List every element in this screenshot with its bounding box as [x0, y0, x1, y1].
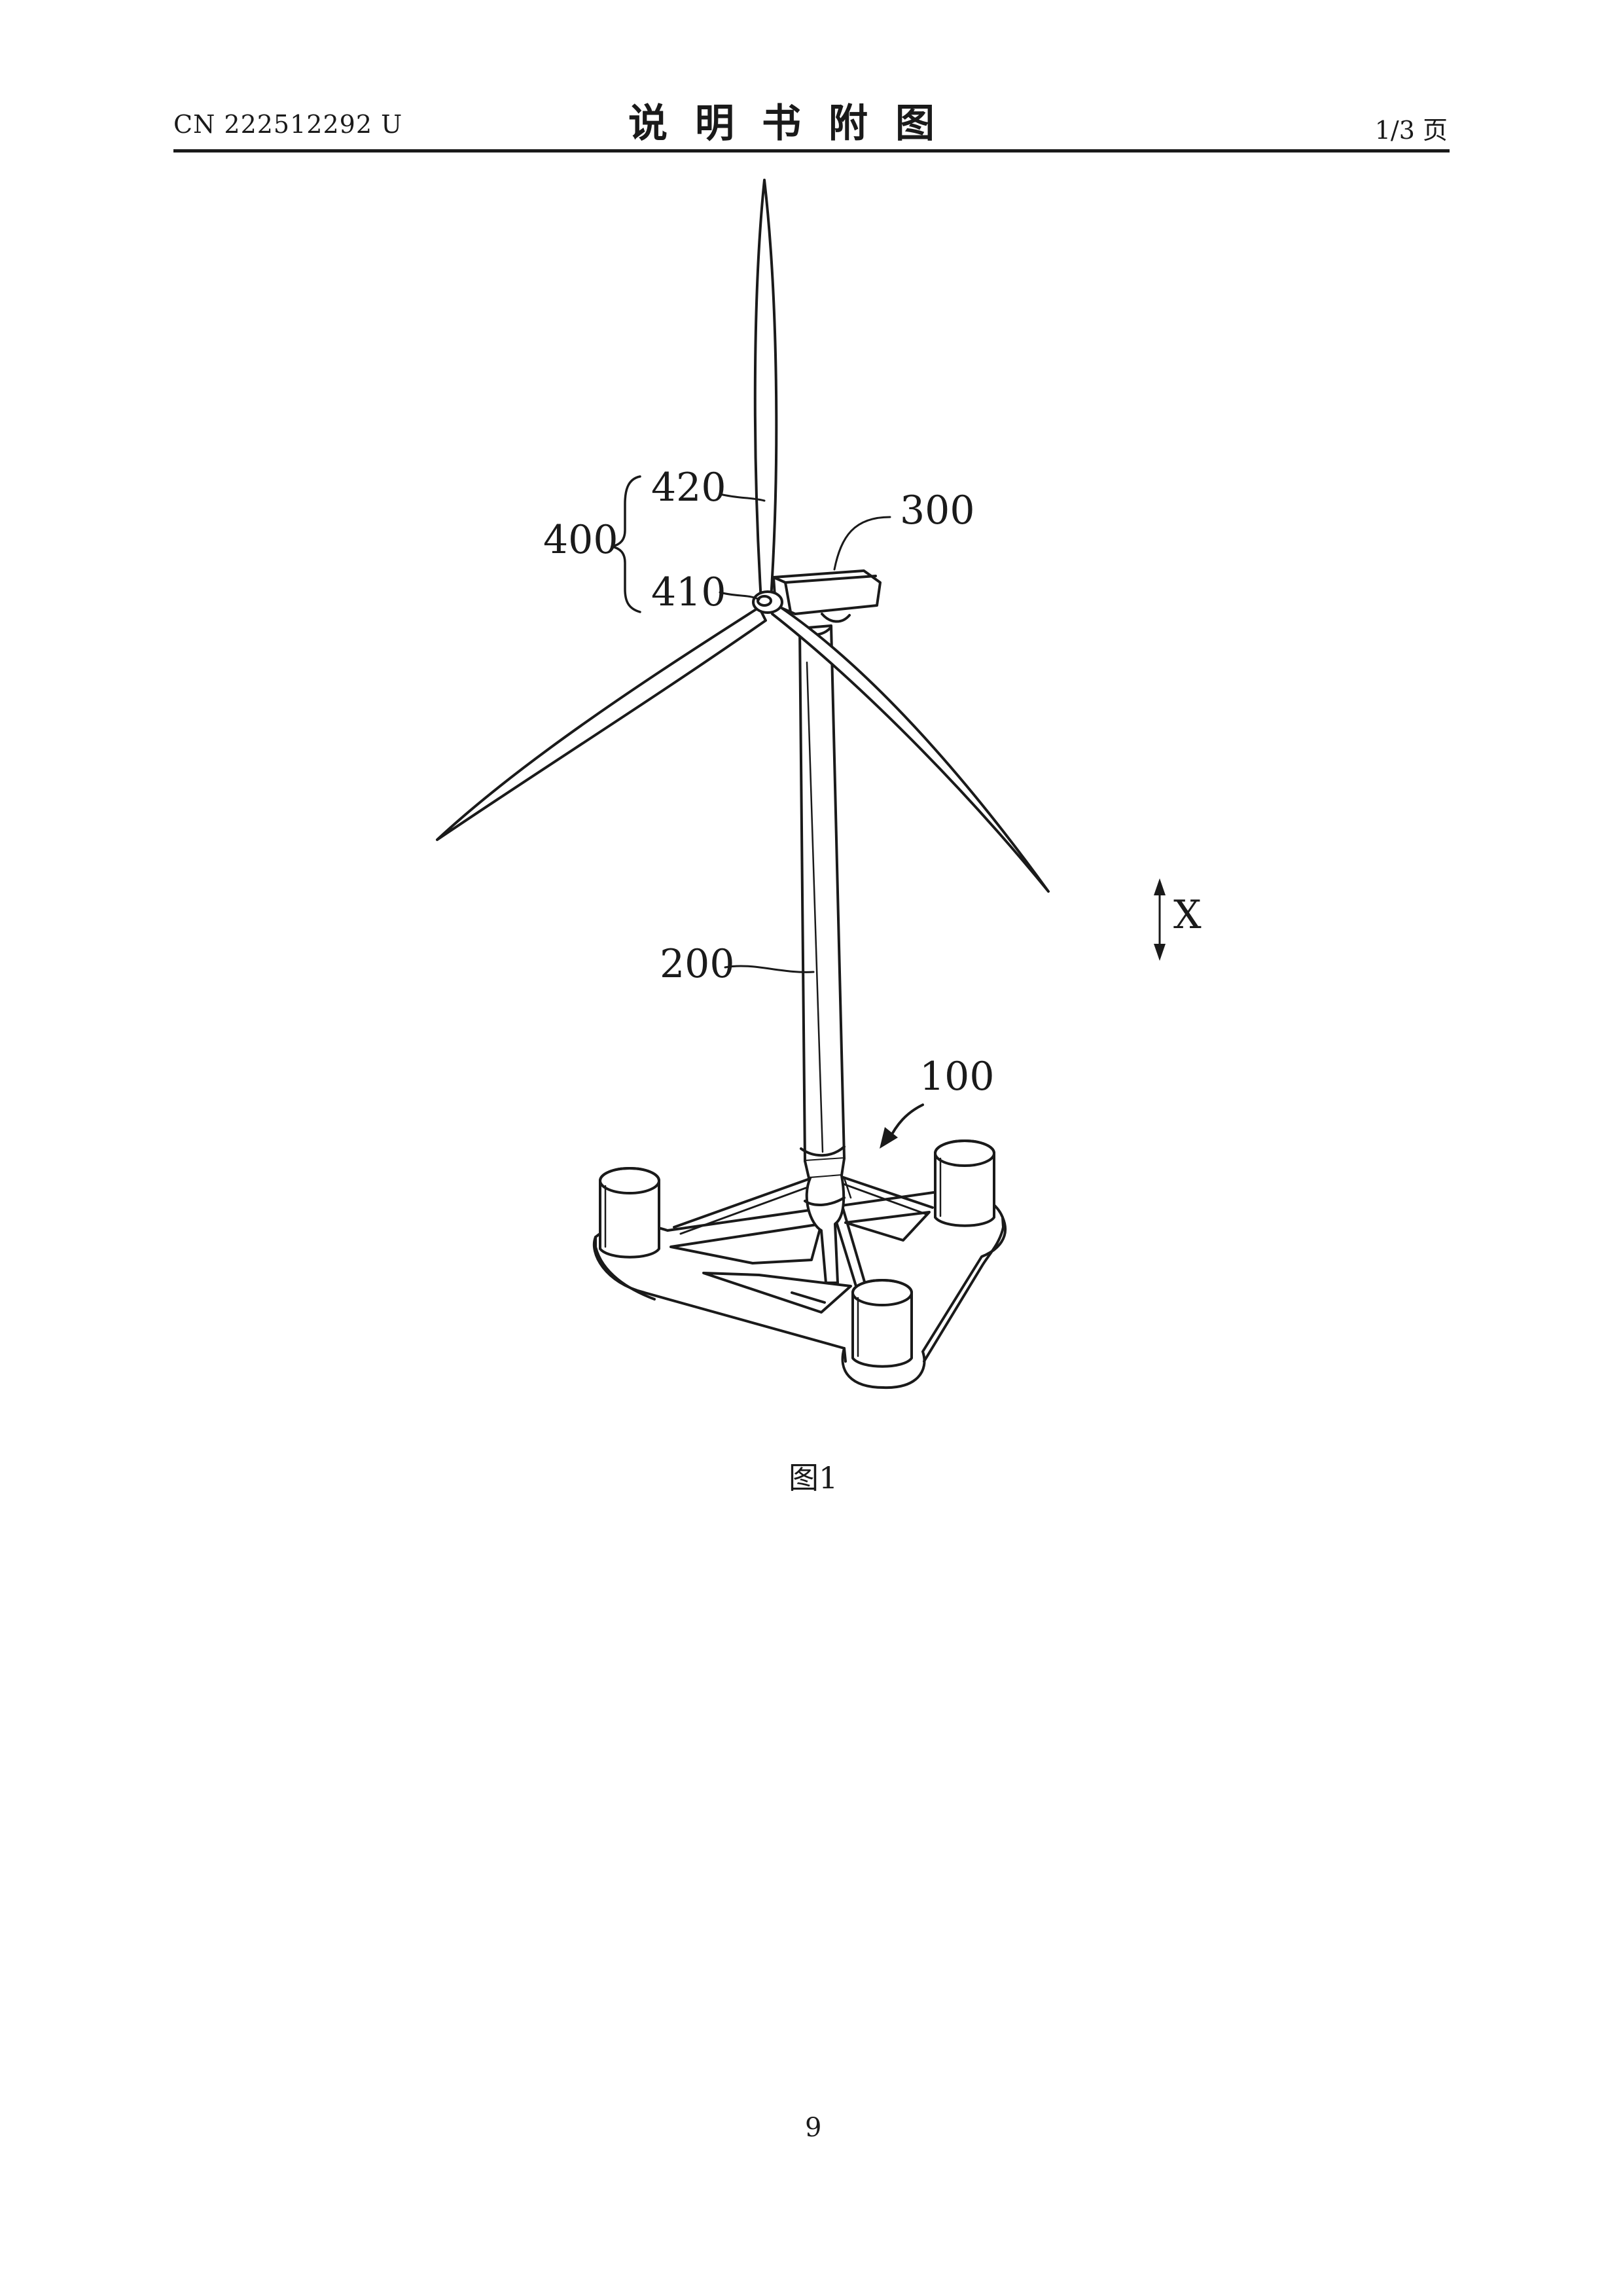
- blade-upper: [755, 180, 776, 601]
- blade-left: [437, 607, 766, 840]
- wind-turbine-drawing: 420 400 410 300 X 200 100: [0, 0, 1623, 1571]
- column-front: [853, 1280, 912, 1367]
- column-right: [935, 1141, 994, 1226]
- label-420: 420: [651, 465, 726, 511]
- label-x: X: [1173, 892, 1202, 938]
- leader-200: [725, 966, 813, 972]
- hub: [753, 592, 782, 613]
- direction-arrow-icon: [1154, 878, 1166, 961]
- label-300: 300: [900, 488, 975, 533]
- tower: [800, 626, 844, 1178]
- label-400: 400: [543, 517, 618, 563]
- leader-300: [834, 517, 890, 569]
- label-200: 200: [660, 941, 735, 987]
- column-left: [600, 1168, 659, 1257]
- page-number: 9: [805, 2113, 821, 2143]
- label-100: 100: [919, 1054, 995, 1100]
- label-410: 410: [651, 569, 726, 615]
- figure-caption: 图1: [789, 1454, 838, 1498]
